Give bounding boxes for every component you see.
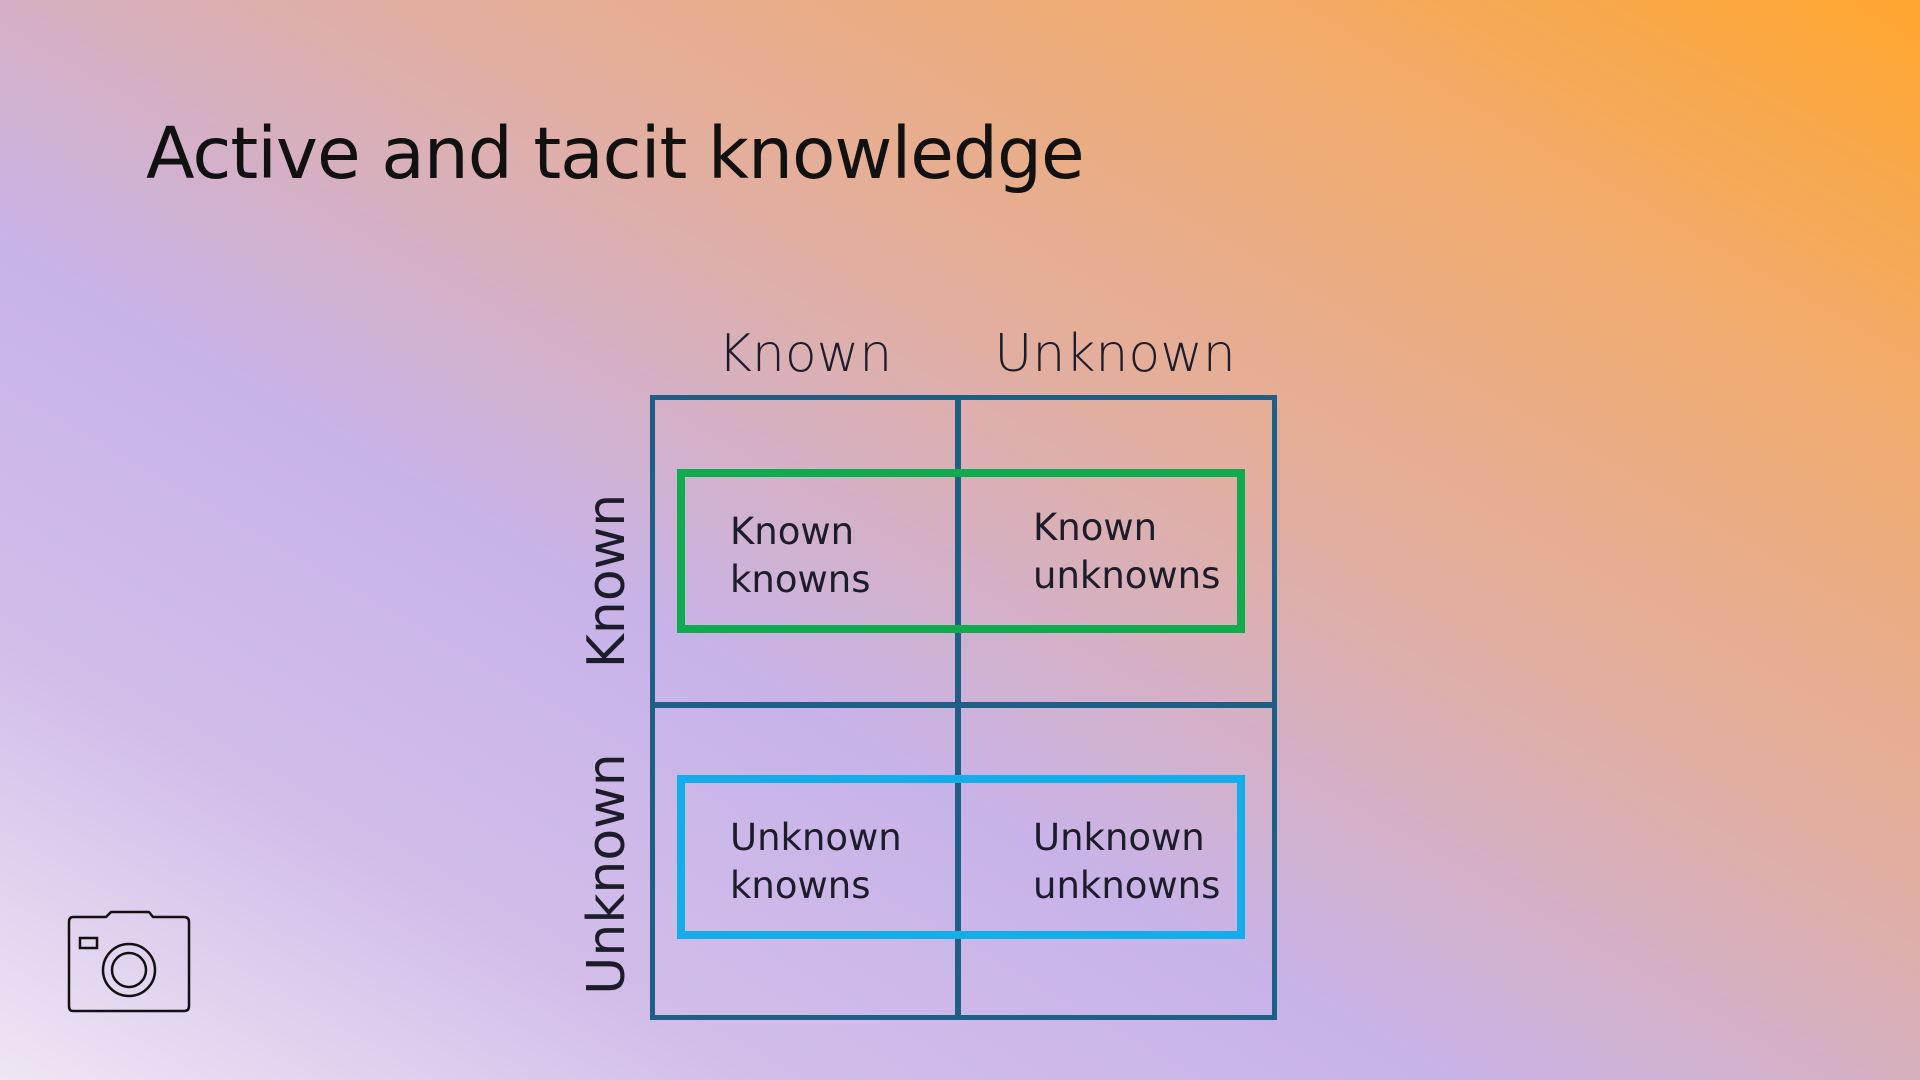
row-header-unknown: Unknown <box>577 753 637 995</box>
cell-known-knowns-line2: knowns <box>730 558 871 601</box>
cell-known-unknowns: Known unknowns <box>1033 504 1220 600</box>
column-header-unknown: Unknown <box>994 324 1236 384</box>
grid-horizontal-divider <box>650 702 1277 708</box>
cell-unknown-knowns-line1: Unknown <box>730 816 902 859</box>
cell-known-knowns: Known knowns <box>730 508 871 604</box>
cell-known-knowns-line1: Known <box>730 510 855 553</box>
cell-known-unknowns-line1: Known <box>1033 506 1158 549</box>
known-row-highlight <box>677 469 1245 633</box>
row-header-known: Known <box>577 493 637 669</box>
unknown-row-highlight <box>677 775 1245 939</box>
cell-unknown-unknowns-line1: Unknown <box>1033 816 1205 859</box>
cell-unknown-knowns: Unknown knowns <box>730 814 902 910</box>
column-header-known: Known <box>717 324 893 384</box>
cell-unknown-unknowns-line2: unknowns <box>1033 864 1221 907</box>
slide-title: Active and tacit knowledge <box>146 112 1085 195</box>
camera-icon[interactable] <box>66 910 192 1016</box>
cell-unknown-unknowns: Unknown unknowns <box>1033 814 1220 910</box>
cell-unknown-knowns-line2: knowns <box>730 864 871 907</box>
cell-known-unknowns-line2: unknowns <box>1033 554 1221 597</box>
